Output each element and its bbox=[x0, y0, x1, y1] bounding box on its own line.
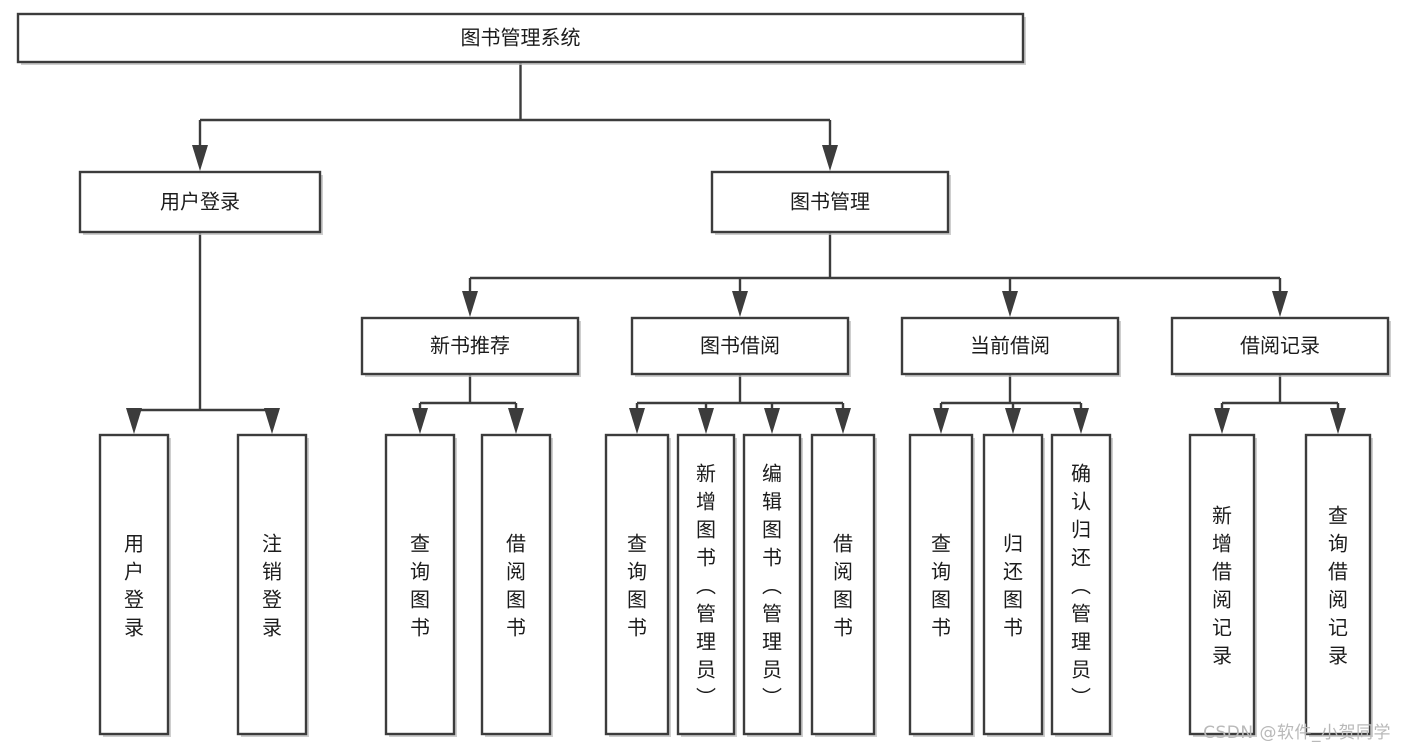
node-leaf-query-book-1[interactable]: 查询图书 bbox=[384, 433, 457, 737]
node-leaf-user-login[interactable]: 用户登录 bbox=[98, 433, 171, 737]
node-leaf-query-book-2[interactable]: 查询图书 bbox=[604, 433, 671, 737]
node-label: 借阅图书 bbox=[833, 531, 853, 639]
node-leaf-borrow-book-2[interactable]: 借阅图书 bbox=[810, 433, 877, 737]
node-leaf-edit-book[interactable]: 编辑图书︵管理员︶ bbox=[742, 433, 803, 737]
node-leaf-logout[interactable]: 注销登录 bbox=[236, 433, 309, 737]
node-label: 查询图书 bbox=[410, 531, 430, 639]
node-book-borrow[interactable]: 图书借阅 bbox=[630, 316, 851, 377]
node-new-book-rec[interactable]: 新书推荐 bbox=[360, 316, 581, 377]
node-label: 查询图书 bbox=[627, 531, 647, 639]
node-leaf-confirm-return[interactable]: 确认归还︵管理员︶ bbox=[1050, 433, 1113, 737]
node-label: 查询图书 bbox=[931, 531, 951, 639]
node-label: 归还图书 bbox=[1003, 531, 1023, 639]
node-leaf-borrow-book-1[interactable]: 借阅图书 bbox=[480, 433, 553, 737]
node-borrow-record[interactable]: 借阅记录 bbox=[1170, 316, 1391, 377]
node-label: 编辑图书︵管理员︶ bbox=[762, 461, 782, 709]
node-leaf-query-book-3[interactable]: 查询图书 bbox=[908, 433, 975, 737]
connector-layer bbox=[126, 62, 1346, 434]
csdn-watermark: CSDN @软件_小贺同学 bbox=[1203, 723, 1391, 743]
node-label: 用户登录 bbox=[124, 531, 144, 639]
node-book-manage[interactable]: 图书管理 bbox=[710, 170, 951, 235]
node-root[interactable]: 图书管理系统 bbox=[16, 12, 1026, 65]
node-label: 图书管理 bbox=[790, 190, 870, 214]
node-label: 当前借阅 bbox=[970, 334, 1050, 358]
node-leaf-query-record[interactable]: 查询借阅记录 bbox=[1304, 433, 1373, 737]
node-label: 借阅记录 bbox=[1240, 334, 1320, 358]
node-label: 注销登录 bbox=[262, 531, 282, 639]
node-leaf-return-book[interactable]: 归还图书 bbox=[982, 433, 1045, 737]
node-label: 确认归还︵管理员︶ bbox=[1071, 461, 1091, 709]
node-label: 查询借阅记录 bbox=[1328, 503, 1348, 667]
node-user-login[interactable]: 用户登录 bbox=[78, 170, 323, 235]
node-label: 借阅图书 bbox=[506, 531, 526, 639]
node-label: 新增借阅记录 bbox=[1212, 503, 1232, 667]
node-label: 新增图书︵管理员︶ bbox=[696, 461, 716, 709]
node-label: 图书借阅 bbox=[700, 334, 780, 358]
node-current-borrow[interactable]: 当前借阅 bbox=[900, 316, 1121, 377]
node-leaf-add-book[interactable]: 新增图书︵管理员︶ bbox=[676, 433, 737, 737]
node-label: 用户登录 bbox=[160, 190, 240, 214]
node-label: 新书推荐 bbox=[430, 334, 510, 358]
node-leaf-add-record[interactable]: 新增借阅记录 bbox=[1188, 433, 1257, 737]
node-layer: 图书管理系统用户登录图书管理新书推荐图书借阅当前借阅借阅记录用户登录注销登录查询… bbox=[16, 12, 1391, 737]
node-label: 图书管理系统 bbox=[461, 26, 581, 50]
